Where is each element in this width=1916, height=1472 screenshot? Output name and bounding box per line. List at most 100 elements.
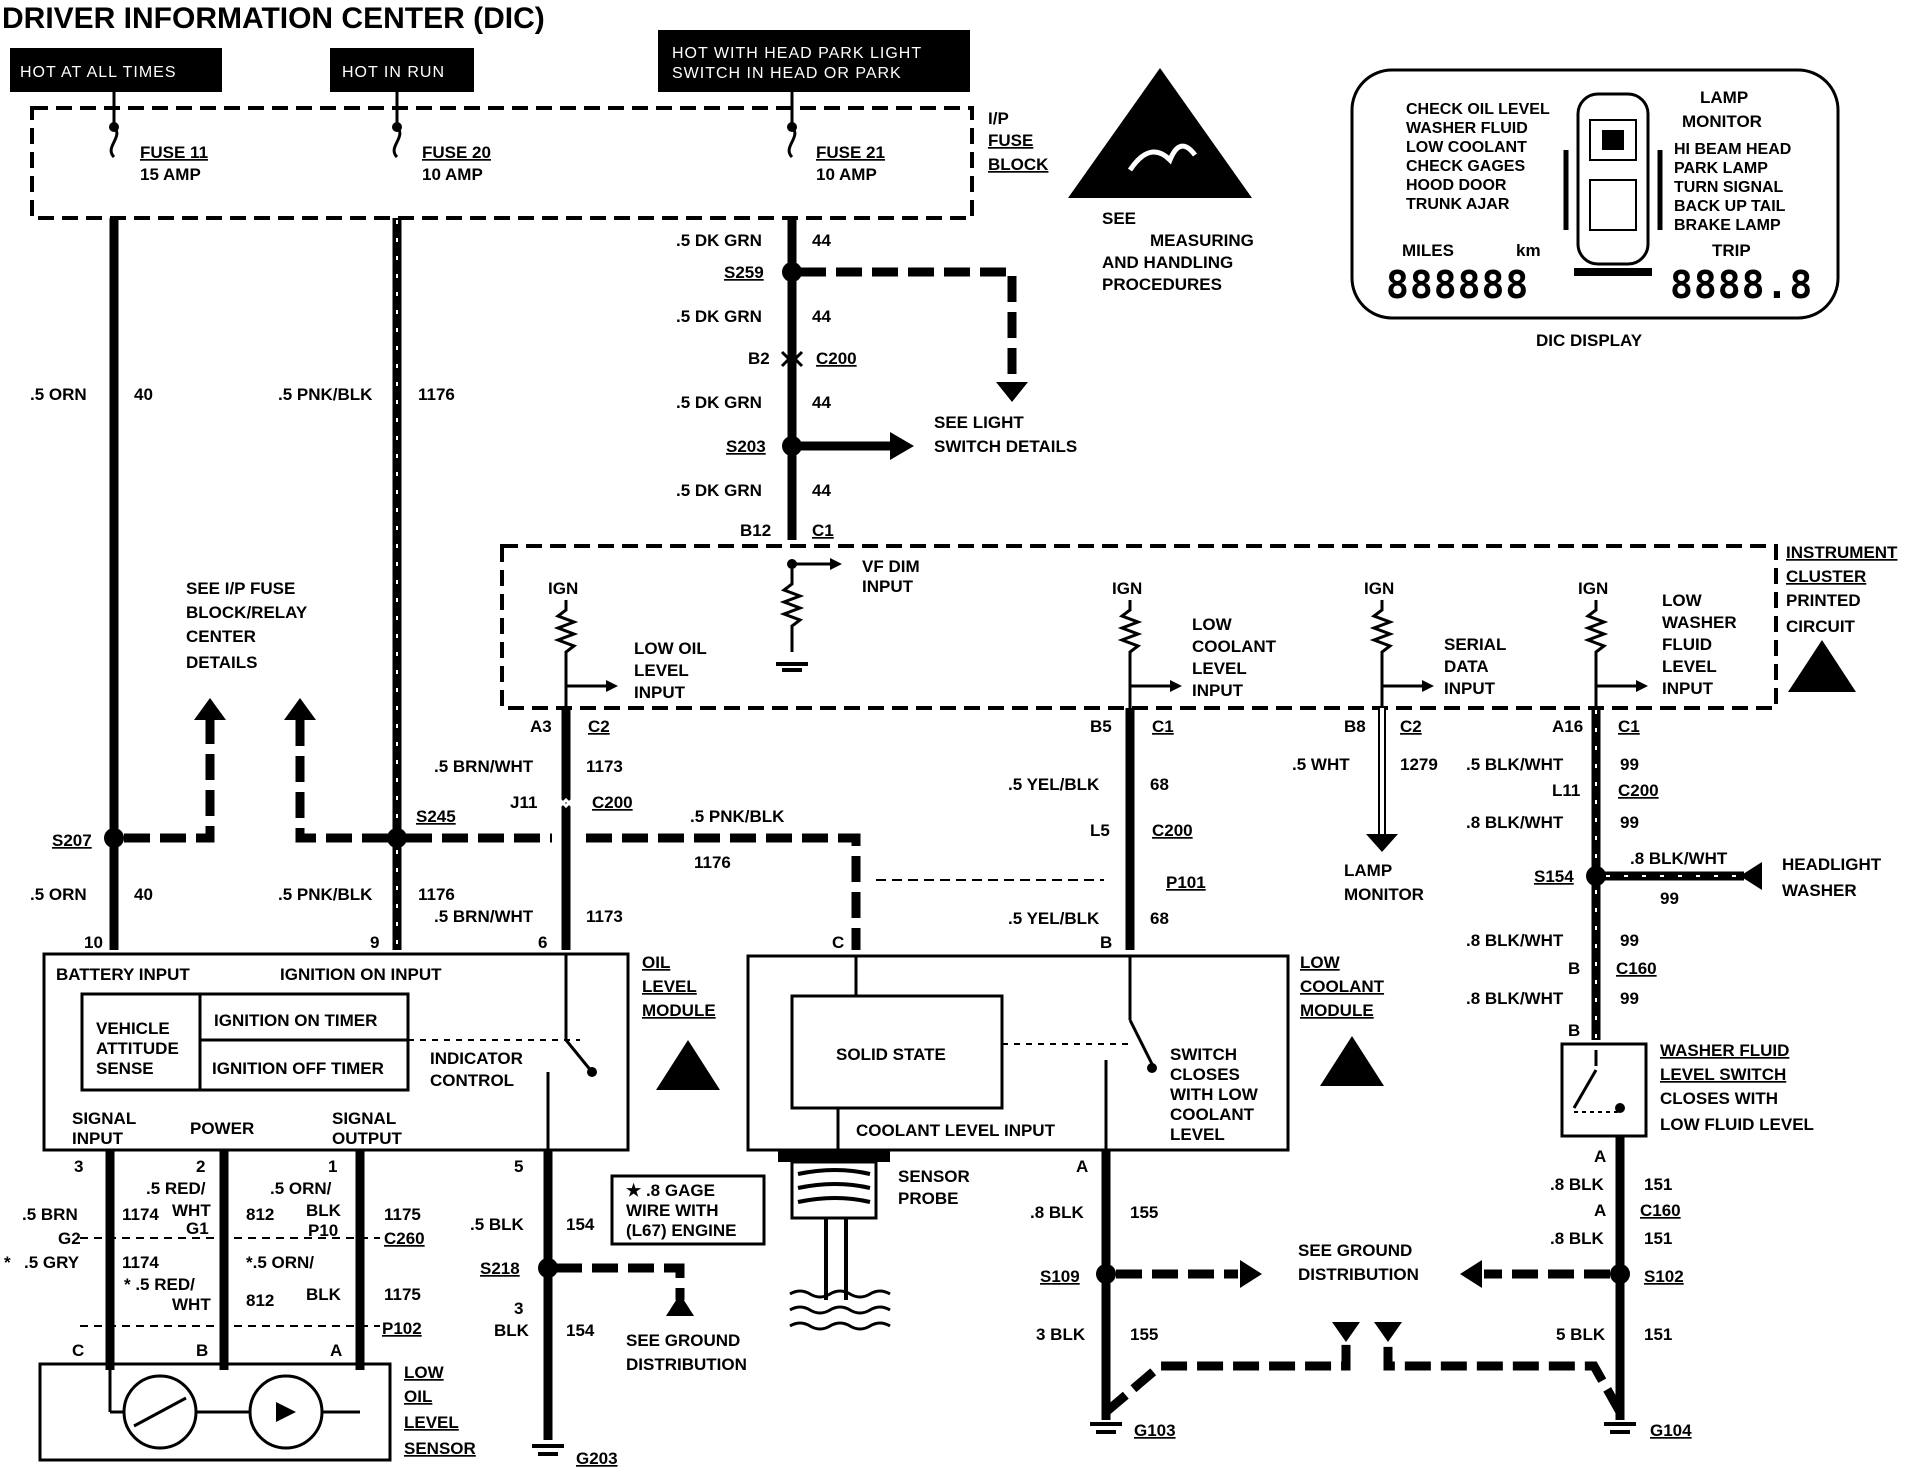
svg-text:B2: B2	[748, 349, 770, 368]
splice-s207	[104, 828, 124, 848]
svg-text:LEVEL: LEVEL	[1662, 657, 1717, 676]
svg-text:LEVEL: LEVEL	[404, 1413, 459, 1432]
svg-text:68: 68	[1150, 775, 1169, 794]
svg-text:SEE GROUND: SEE GROUND	[626, 1331, 740, 1350]
svg-text:.8 BLK/WHT: .8 BLK/WHT	[1466, 931, 1564, 950]
svg-text:BLOCK/RELAY: BLOCK/RELAY	[186, 603, 308, 622]
svg-text:LOW: LOW	[1662, 591, 1703, 610]
fuse-11: FUSE 11 15 AMP	[109, 122, 208, 184]
svg-text:WIRE WITH: WIRE WITH	[626, 1201, 719, 1220]
ground-icon	[1604, 1422, 1636, 1434]
svg-text:1173: 1173	[586, 757, 623, 776]
svg-text:HI BEAM HEAD: HI BEAM HEAD	[1674, 141, 1791, 158]
svg-text:INPUT: INPUT	[634, 683, 686, 702]
svg-text:CLOSES WITH: CLOSES WITH	[1660, 1089, 1778, 1108]
low-oil-level-sensor-label: LOW OIL LEVEL SENSOR	[404, 1363, 476, 1458]
page-title: DRIVER INFORMATION CENTER (DIC)	[2, 2, 545, 35]
svg-text:1175: 1175	[384, 1285, 421, 1304]
see-ground-distribution-note: SEE GROUND DISTRIBUTION	[626, 1331, 747, 1374]
svg-text:155: 155	[1130, 1203, 1158, 1222]
svg-text:99: 99	[1620, 755, 1639, 774]
svg-text:I/P: I/P	[988, 109, 1009, 128]
svg-text:.5 YEL/BLK: .5 YEL/BLK	[1008, 775, 1100, 794]
svg-text:99: 99	[1620, 989, 1639, 1008]
svg-text:TURN SIGNAL: TURN SIGNAL	[1674, 179, 1784, 196]
svg-text:812: 812	[246, 1205, 274, 1224]
dic-display: CHECK OIL LEVEL WASHER FLUID LOW COOLANT…	[1350, 68, 1840, 320]
svg-text:IGNITION ON INPUT: IGNITION ON INPUT	[280, 965, 442, 984]
svg-text:154: 154	[566, 1321, 595, 1340]
svg-text:CONTROL: CONTROL	[430, 1071, 514, 1090]
svg-text:G104: G104	[1650, 1421, 1692, 1440]
svg-text:.5 BRN: .5 BRN	[22, 1205, 78, 1224]
svg-text:S245: S245	[416, 807, 456, 826]
svg-text:OIL: OIL	[642, 953, 670, 972]
svg-text:L5: L5	[1090, 821, 1110, 840]
svg-text:G103: G103	[1134, 1421, 1176, 1440]
svg-text:VF DIM: VF DIM	[862, 557, 920, 576]
svg-text:C200: C200	[1152, 821, 1193, 840]
dic-left-items: CHECK OIL LEVEL WASHER FLUID LOW COOLANT…	[1406, 101, 1550, 213]
svg-text:.8 BLK/WHT: .8 BLK/WHT	[1466, 989, 1564, 1008]
svg-text:C2: C2	[1400, 717, 1422, 736]
svg-text:C2: C2	[588, 717, 610, 736]
svg-text:WASHER: WASHER	[1782, 881, 1857, 900]
svg-text:3: 3	[74, 1157, 83, 1176]
svg-text:5 BLK: 5 BLK	[1556, 1325, 1606, 1344]
odometer-digits: 888888	[1386, 263, 1529, 307]
low-washer-fluid-input: IGN LOW WASHER FLUID LEVEL INPUT	[1578, 579, 1737, 712]
svg-text:68: 68	[1150, 909, 1169, 928]
svg-text:.5 ORN/: .5 ORN/	[270, 1179, 332, 1198]
svg-text:WHT: WHT	[172, 1295, 211, 1314]
svg-text:IGN: IGN	[1578, 579, 1608, 598]
svg-text:IGN: IGN	[1112, 579, 1142, 598]
svg-text:SWITCH IN HEAD OR PARK: SWITCH IN HEAD OR PARK	[672, 65, 902, 82]
svg-text:S218: S218	[480, 1259, 520, 1278]
svg-text:(L67) ENGINE: (L67) ENGINE	[626, 1221, 737, 1240]
svg-text:AND HANDLING: AND HANDLING	[1102, 253, 1233, 272]
hot-in-run-label: HOT IN RUN	[330, 48, 474, 92]
svg-text:.5 RED/: .5 RED/	[146, 1179, 206, 1198]
svg-text:B: B	[196, 1341, 208, 1360]
gage-note-box	[610, 1174, 766, 1246]
fuse-block-label: I/P FUSE BLOCK	[988, 109, 1049, 174]
ground-icon	[532, 1444, 564, 1456]
svg-text:.5 PNK/BLK: .5 PNK/BLK	[278, 385, 373, 404]
svg-text:.8 BLK/WHT: .8 BLK/WHT	[1466, 813, 1564, 832]
splice-s154	[1586, 866, 1606, 886]
svg-text:G203: G203	[576, 1449, 618, 1468]
svg-text:INSTRUMENT: INSTRUMENT	[1786, 543, 1898, 562]
svg-text:2: 2	[196, 1157, 205, 1176]
low-oil-level-sensor	[38, 1362, 392, 1462]
splice-s109	[1096, 1264, 1116, 1284]
see-ground-distribution-note-2: SEE GROUND DISTRIBUTION	[1298, 1241, 1419, 1284]
arrow-up-icon	[284, 698, 316, 720]
dic-display-caption: DIC DISPLAY	[1536, 331, 1643, 350]
svg-text:BLK: BLK	[306, 1201, 342, 1220]
svg-text:C1: C1	[1152, 717, 1174, 736]
svg-text:A3: A3	[530, 717, 552, 736]
svg-text:B: B	[1568, 1021, 1580, 1040]
svg-text:BLK: BLK	[494, 1321, 530, 1340]
fuse-block-box	[30, 106, 974, 220]
svg-text:DETAILS: DETAILS	[186, 653, 257, 672]
svg-text:G2: G2	[58, 1229, 81, 1248]
svg-text:B5: B5	[1090, 717, 1112, 736]
svg-text:1174: 1174	[122, 1205, 159, 1224]
svg-text:COOLANT: COOLANT	[1192, 637, 1277, 656]
svg-text:CHECK GAGES: CHECK GAGES	[1406, 158, 1525, 175]
svg-text:LOW COOLANT: LOW COOLANT	[1406, 139, 1527, 156]
svg-text:WASHER FLUID: WASHER FLUID	[1406, 120, 1528, 137]
esd-warning-icon	[1068, 68, 1252, 198]
svg-text:INPUT: INPUT	[1662, 679, 1714, 698]
svg-text:44: 44	[812, 231, 831, 250]
headlight-washer-note: HEADLIGHT WASHER	[1782, 855, 1882, 900]
splice-s203	[782, 436, 802, 456]
svg-text:DISTRIBUTION: DISTRIBUTION	[1298, 1265, 1419, 1284]
svg-text:151: 151	[1644, 1175, 1672, 1194]
svg-text:IGN: IGN	[1364, 579, 1394, 598]
svg-text:C1: C1	[1618, 717, 1640, 736]
svg-text:LOW: LOW	[1192, 615, 1233, 634]
svg-text:SEE I/P FUSE: SEE I/P FUSE	[186, 579, 295, 598]
svg-text:P10: P10	[308, 1221, 338, 1240]
